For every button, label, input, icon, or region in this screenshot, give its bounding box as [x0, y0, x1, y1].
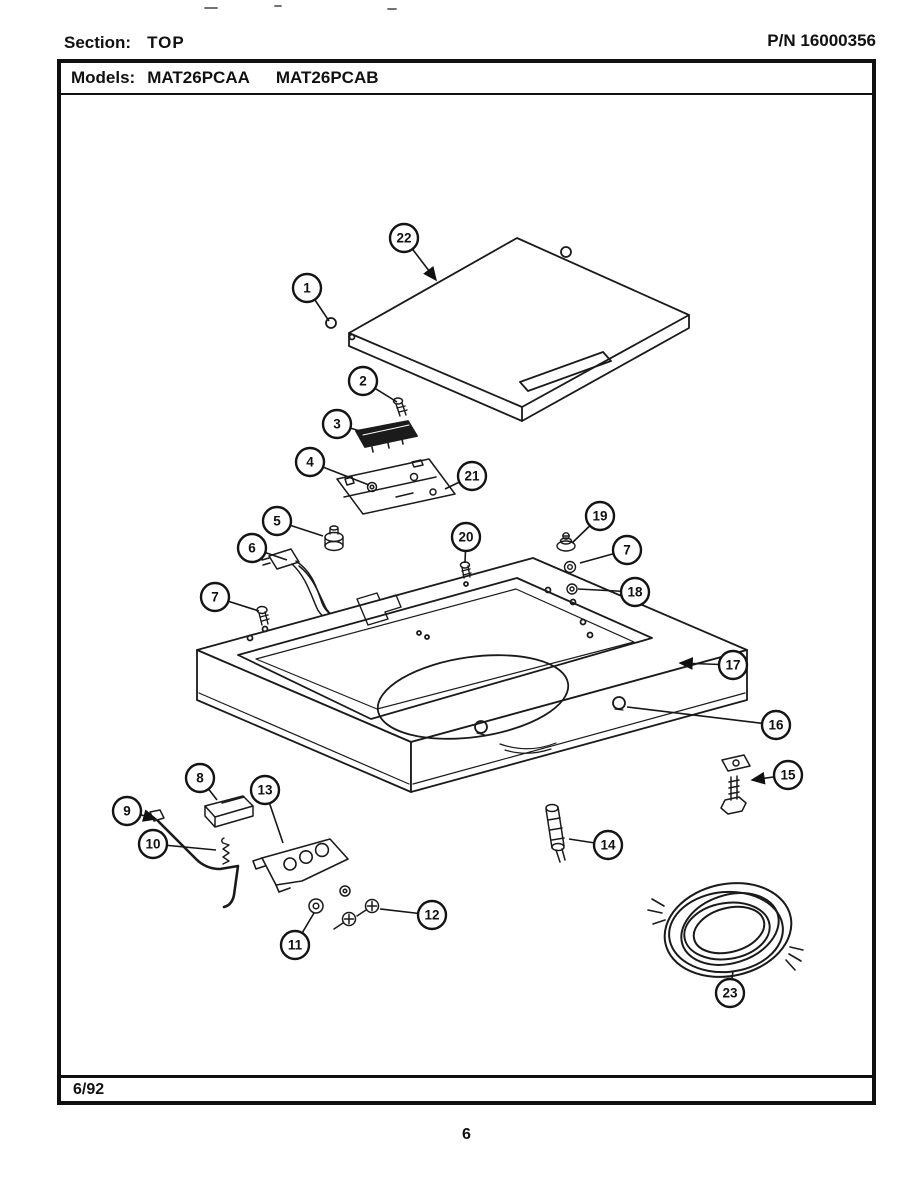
pin-14-drawing — [545, 803, 566, 863]
callout-9: 9 — [111, 795, 158, 827]
model-name-1: MAT26PCAA — [147, 68, 250, 87]
svg-text:5: 5 — [273, 514, 281, 529]
svg-text:7: 7 — [211, 590, 219, 605]
callout-8: 8 — [184, 762, 218, 801]
callout-21: 21 — [444, 460, 488, 492]
svg-text:17: 17 — [725, 658, 740, 673]
top-panel-drawing — [196, 557, 748, 793]
svg-text:13: 13 — [257, 783, 273, 798]
callout-1: 1 — [291, 272, 330, 322]
svg-text:19: 19 — [592, 509, 607, 524]
callout-11: 11 — [279, 912, 315, 961]
svg-text:22: 22 — [396, 231, 411, 246]
bracket-8-drawing — [204, 795, 254, 828]
callout-18: 18 — [577, 576, 651, 608]
latch-13-drawing — [252, 838, 349, 893]
callout-3: 3 — [321, 408, 361, 440]
svg-text:7: 7 — [623, 543, 631, 558]
screw-7-left-drawing — [256, 605, 270, 626]
part-number: P/N 16000356 — [767, 31, 876, 50]
callout-2: 2 — [347, 365, 398, 403]
clip-bolt-15-drawing — [720, 754, 751, 815]
svg-text:18: 18 — [627, 585, 643, 600]
fastener-cluster-right-drawing — [459, 532, 578, 595]
svg-text:21: 21 — [464, 469, 480, 484]
callout-4: 4 — [294, 446, 370, 486]
callout-7: 7 — [579, 534, 643, 566]
switch-drawing — [355, 420, 418, 453]
callout-13: 13 — [249, 774, 284, 844]
scan-artifacts — [204, 5, 397, 10]
svg-text:23: 23 — [722, 986, 738, 1001]
callout-20: 20 — [450, 521, 482, 564]
revision-date: 6/92 — [73, 1081, 105, 1098]
grommet-5-drawing — [324, 525, 344, 552]
svg-text:15: 15 — [780, 768, 796, 783]
svg-text:3: 3 — [333, 417, 341, 432]
lid-drawing — [348, 237, 690, 422]
callout-14: 14 — [568, 829, 624, 861]
callout-22: 22 — [388, 222, 437, 282]
mounting-plate-drawing — [336, 458, 456, 515]
svg-text:8: 8 — [196, 771, 204, 786]
svg-text:16: 16 — [768, 718, 784, 733]
callout-5: 5 — [261, 505, 324, 537]
section-value: TOP — [147, 33, 185, 52]
svg-text:1: 1 — [303, 281, 311, 296]
callout-10: 10 — [137, 828, 217, 860]
models-label: Models: — [71, 68, 136, 87]
hinge-pin-drawing — [325, 317, 337, 329]
models-row: Models: MAT26PCAA MAT26PCAB — [61, 63, 872, 95]
svg-text:14: 14 — [600, 838, 616, 853]
callout-6: 6 — [236, 532, 288, 564]
callout-15: 15 — [750, 759, 804, 791]
power-cord-drawing — [261, 548, 342, 621]
svg-text:12: 12 — [424, 908, 439, 923]
callout-7: 7 — [199, 581, 260, 613]
callout-17: 17 — [678, 649, 749, 681]
screw-2-drawing — [392, 397, 408, 417]
wire-harness-coil-drawing — [647, 882, 804, 978]
diagram-frame: Models: MAT26PCAA MAT26PCAB 6/92 — [57, 59, 876, 1105]
callout-16: 16 — [626, 706, 792, 741]
callout-19: 19 — [571, 500, 616, 544]
svg-text:2: 2 — [359, 374, 367, 389]
section-label: Section: — [64, 33, 132, 52]
frame-footer: 6/92 — [61, 1075, 872, 1101]
model-name-2: MAT26PCAB — [275, 68, 379, 87]
section-heading: Section: TOP — [64, 33, 185, 53]
spring-10-drawing — [221, 837, 230, 865]
callout-23: 23 — [714, 970, 746, 1009]
callout-12: 12 — [379, 899, 448, 931]
svg-text:6: 6 — [248, 541, 256, 556]
svg-text:9: 9 — [123, 804, 131, 819]
svg-text:10: 10 — [145, 837, 160, 852]
washer-screw-cluster-drawing — [308, 885, 380, 930]
page-number: 6 — [462, 1126, 471, 1143]
svg-text:11: 11 — [288, 938, 303, 953]
svg-text:20: 20 — [458, 530, 473, 545]
svg-text:4: 4 — [306, 455, 314, 470]
